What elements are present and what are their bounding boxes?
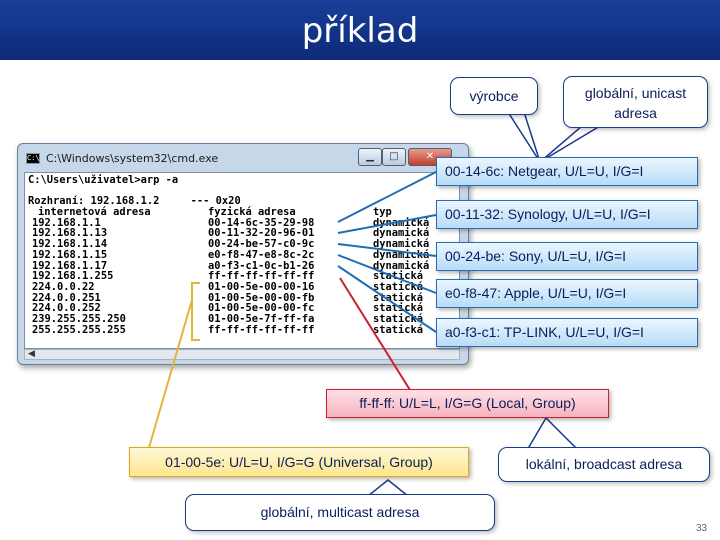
- console-output[interactable]: C:\Users\uživatel>arp -a Rozhraní: 192.1…: [24, 172, 460, 349]
- console-prompt: C:\Users\uživatel>arp -a: [28, 174, 179, 186]
- arp-ip: 239.255.255.250: [32, 312, 126, 325]
- callout-broadcast-label: lokální, broadcast adresa: [498, 447, 710, 482]
- vendor-label: 00-11-32: Synology, U/L=U, I/G=I: [445, 206, 651, 222]
- multicast-label: globální, multicast adresa: [260, 504, 420, 520]
- vendor-label: a0-f3-c1: TP-LINK, U/L=U, I/G=I: [445, 324, 644, 340]
- arp-mac: 01-00-5e-00-00-16: [208, 280, 315, 293]
- header-mac: fyzická adresa: [208, 206, 296, 219]
- multicast-callout-label: 01-00-5e: U/L=U, I/G=G (Universal, Group…: [165, 454, 433, 470]
- arp-row: 224.0.0.22 01-00-5e-00-00-16 statická: [28, 282, 459, 293]
- maximize-button[interactable]: □: [382, 148, 406, 166]
- header-ip: internetová adresa: [38, 206, 151, 219]
- pointer-vyrobce: [506, 111, 541, 163]
- callout-global-unicast: globální, unicast adresa: [563, 76, 708, 128]
- vendor-callout-synology: 00-11-32: Synology, U/L=U, I/G=I: [436, 200, 698, 229]
- arp-type: statická: [373, 280, 424, 293]
- broadcast-label: lokální, broadcast adresa: [525, 456, 683, 472]
- callout-vyrobce: výrobce: [450, 77, 538, 115]
- cmd-window-icon: C:\: [26, 153, 40, 164]
- minimize-button[interactable]: ▁: [358, 148, 382, 166]
- arp-mac: 00-14-6c-35-29-98: [208, 216, 315, 229]
- arp-ip: 192.168.1.255: [32, 270, 114, 283]
- arp-mac: 01-00-5e-7f-ff-fa: [208, 312, 315, 325]
- arp-mac: 00-11-32-20-96-01: [208, 227, 315, 240]
- arp-row: 255.255.255.255 ff-ff-ff-ff-ff-ff static…: [28, 323, 459, 336]
- slide-title: příklad: [301, 11, 419, 51]
- console-interface-line: Rozhraní: 192.168.1.2 --- 0x20: [28, 195, 241, 208]
- broadcast-callout-label: ff-ff-ff: U/L=L, I/G=G (Local, Group): [359, 395, 576, 411]
- arp-mac: ff-ff-ff-ff-ff-ff: [208, 270, 315, 283]
- arp-mac: 00-24-be-57-c0-9c: [208, 238, 315, 251]
- vendor-callout-netgear: 00-14-6c: Netgear, U/L=U, I/G=I: [436, 157, 698, 186]
- vendor-label: 00-24-be: Sony, U/L=U, I/G=I: [445, 248, 627, 264]
- arp-ip: 192.168.1.13: [32, 227, 108, 240]
- arp-ip: 192.168.1.1: [32, 216, 101, 229]
- global-unicast-label: globální, unicast adresa: [584, 85, 687, 121]
- arp-mac: ff-ff-ff-ff-ff-ff: [208, 323, 315, 336]
- arp-row: 192.168.1.15 e0-f8-47-e8-8c-2c dynamická: [28, 250, 459, 261]
- scroll-left-icon[interactable]: ◀: [28, 348, 35, 358]
- arp-ip: 192.168.1.17: [32, 259, 108, 272]
- multicast-callout: 01-00-5e: U/L=U, I/G=G (Universal, Group…: [129, 447, 469, 477]
- arp-ip: 224.0.0.251: [32, 291, 101, 304]
- vendor-callout-tplink: a0-f3-c1: TP-LINK, U/L=U, I/G=I: [436, 318, 698, 347]
- arp-ip: 224.0.0.252: [32, 302, 101, 315]
- arp-mac: 01-00-5e-00-00-fc: [208, 302, 315, 315]
- vendor-label: e0-f8-47: Apple, U/L=U, I/G=I: [445, 285, 627, 301]
- arp-type: statická: [373, 323, 424, 336]
- callout-multicast-label: globální, multicast adresa: [185, 494, 495, 531]
- cmd-window[interactable]: C:\ C:\Windows\system32\cmd.exe ▁ □ ✕ C:…: [17, 143, 469, 365]
- arp-type: dynamická: [373, 248, 430, 261]
- cmd-titlebar[interactable]: C:\ C:\Windows\system32\cmd.exe ▁ □ ✕: [22, 147, 464, 171]
- arp-mac: 01-00-5e-00-00-fb: [208, 291, 315, 304]
- slide-title-bar: příklad: [0, 0, 720, 60]
- arp-ip: 192.168.1.15: [32, 248, 108, 261]
- vendor-callout-sony: 00-24-be: Sony, U/L=U, I/G=I: [436, 242, 698, 271]
- arp-mac: e0-f8-47-e8-8c-2c: [208, 248, 315, 261]
- vyrobce-label: výrobce: [469, 88, 519, 104]
- arp-mac: a0-f3-c1-0c-b1-26: [208, 259, 315, 272]
- page-number: 33: [696, 523, 708, 534]
- broadcast-callout: ff-ff-ff: U/L=L, I/G=G (Local, Group): [326, 389, 609, 418]
- arp-ip: 192.168.1.14: [32, 238, 108, 251]
- vendor-callout-apple: e0-f8-47: Apple, U/L=U, I/G=I: [436, 279, 698, 308]
- vendor-label: 00-14-6c: Netgear, U/L=U, I/G=I: [445, 163, 644, 179]
- arp-ip: 255.255.255.255: [32, 323, 126, 336]
- cmd-window-title: C:\Windows\system32\cmd.exe: [46, 152, 219, 165]
- horizontal-scrollbar[interactable]: ◀: [24, 348, 460, 360]
- arp-ip: 224.0.0.22: [32, 280, 95, 293]
